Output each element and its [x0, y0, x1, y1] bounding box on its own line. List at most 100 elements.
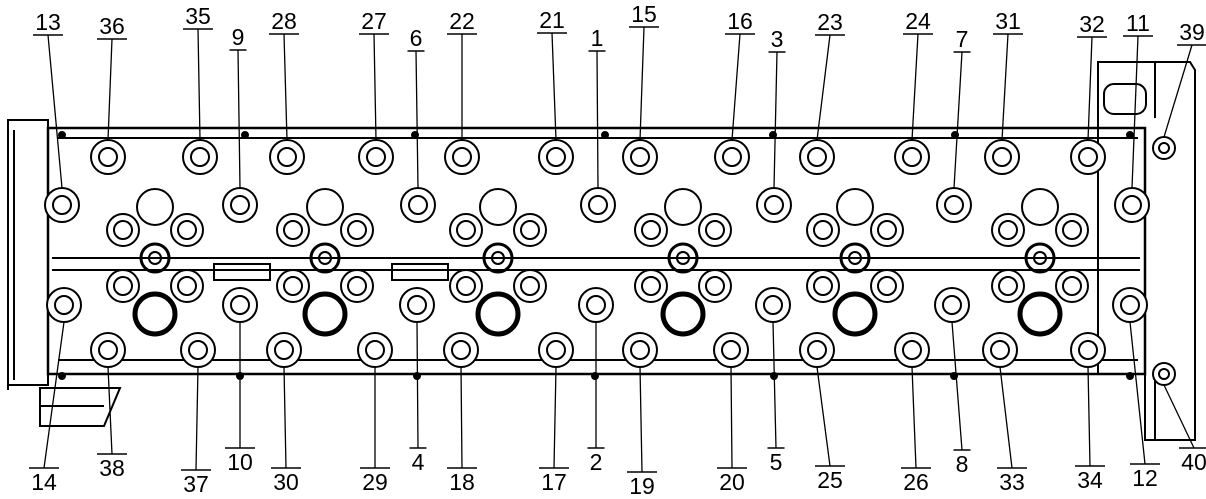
- callout-label: 38: [99, 455, 125, 481]
- head-bolt-washer: [452, 147, 472, 167]
- cylinder-head-outline: [7, 61, 1196, 441]
- head-bolt: [538, 139, 574, 175]
- head-bolt-washer: [98, 340, 118, 360]
- leader-line: [460, 366, 463, 469]
- valve-seat-inner: [347, 220, 367, 240]
- valve-seat: [340, 269, 374, 303]
- callout-label: 13: [35, 9, 61, 35]
- valve-seat: [340, 213, 374, 247]
- callout-label: 23: [817, 9, 843, 35]
- head-bolt-washer: [763, 295, 783, 315]
- valve-seat: [634, 213, 668, 247]
- locating-dot: [58, 131, 66, 139]
- head-bolt: [400, 187, 436, 223]
- spark-plug-bore: [839, 242, 871, 274]
- head-bolt: [799, 332, 835, 368]
- head-bolt-washer: [588, 195, 608, 215]
- spark-plug-centre: [148, 251, 162, 265]
- leader-line: [639, 366, 643, 473]
- head-bolt-washer: [586, 295, 606, 315]
- valve-port: [136, 188, 174, 226]
- leader-line: [237, 49, 241, 189]
- right-end-housing: [1097, 61, 1196, 441]
- head-bolt: [936, 187, 972, 223]
- valve-seat-inner: [177, 220, 197, 240]
- head-bolt-washer: [190, 147, 210, 167]
- spark-plug-bore: [667, 242, 699, 274]
- callout-label: 18: [449, 469, 475, 495]
- valve-seat: [1055, 269, 1089, 303]
- callout-label: 39: [1179, 19, 1205, 45]
- head-bolt-washer: [902, 147, 922, 167]
- head-bolt-washer: [546, 147, 566, 167]
- head-bolt: [1070, 139, 1106, 175]
- head-bolt-washer: [807, 340, 827, 360]
- head-bolt-washer: [451, 340, 471, 360]
- callout-label: 37: [183, 471, 209, 497]
- head-bolt-washer: [807, 147, 827, 167]
- leader-line: [416, 321, 419, 449]
- valve-port-large: [832, 291, 878, 337]
- valve-seat: [513, 213, 547, 247]
- valve-seat-inner: [705, 276, 725, 296]
- head-bolt: [443, 332, 479, 368]
- head-bolt-washer: [990, 340, 1010, 360]
- callout-label: 20: [719, 469, 745, 495]
- valve-seat: [698, 213, 732, 247]
- head-bolt-washer: [630, 147, 650, 167]
- head-bolt-washer: [365, 340, 385, 360]
- callout-label: 7: [956, 26, 969, 52]
- spark-plug-centre: [1033, 251, 1047, 265]
- valve-seat: [991, 269, 1025, 303]
- valve-seat-inner: [813, 220, 833, 240]
- head-bolt-washer: [230, 195, 250, 215]
- valve-seat: [106, 213, 140, 247]
- left-end-edge: [7, 120, 15, 390]
- valve-seat: [698, 269, 732, 303]
- head-bolt: [180, 332, 216, 368]
- head-bolt: [799, 139, 835, 175]
- valve-seat-inner: [347, 276, 367, 296]
- callout-label: 17: [541, 469, 567, 495]
- locating-dot: [1126, 131, 1134, 139]
- valve-port-large: [302, 291, 348, 337]
- callout-label: 8: [956, 451, 969, 477]
- oil-slot: [213, 263, 271, 281]
- valve-seat: [276, 269, 310, 303]
- callout-label: 1: [591, 25, 604, 51]
- callout-label: 40: [1181, 449, 1206, 475]
- leader-line: [911, 33, 919, 141]
- leader-line: [816, 34, 831, 141]
- spark-plug-bore: [482, 242, 514, 274]
- head-bolt: [984, 139, 1020, 175]
- right-boss: [1103, 83, 1147, 115]
- valve-port-large: [132, 291, 178, 337]
- valve-seat-inner: [998, 220, 1018, 240]
- head-bolt: [1114, 187, 1150, 223]
- leader-line: [596, 50, 599, 189]
- head-bolt: [358, 139, 394, 175]
- callout-label: 22: [449, 8, 475, 34]
- head-bolt: [1070, 332, 1106, 368]
- leader-line: [1163, 384, 1195, 449]
- leader-line: [953, 51, 963, 189]
- valve-seat: [170, 213, 204, 247]
- valve-seat: [634, 269, 668, 303]
- locating-dot: [601, 131, 609, 139]
- leader-line: [283, 33, 288, 141]
- head-bolt-washer: [721, 340, 741, 360]
- center-rail: [52, 257, 1140, 271]
- head-bolt-washer: [98, 147, 118, 167]
- callout-label: 9: [232, 24, 245, 50]
- head-bolt-washer: [1158, 142, 1170, 154]
- left-bracket: [39, 387, 122, 427]
- valve-port: [306, 188, 344, 226]
- callout-label: 3: [771, 26, 784, 52]
- head-bolt: [222, 287, 258, 323]
- callout-label: 33: [999, 469, 1025, 495]
- callout-label: 36: [99, 13, 125, 39]
- leader-line: [1087, 366, 1091, 467]
- valve-seat-inner: [813, 276, 833, 296]
- valve-seat-inner: [283, 220, 303, 240]
- leader-line: [730, 366, 733, 469]
